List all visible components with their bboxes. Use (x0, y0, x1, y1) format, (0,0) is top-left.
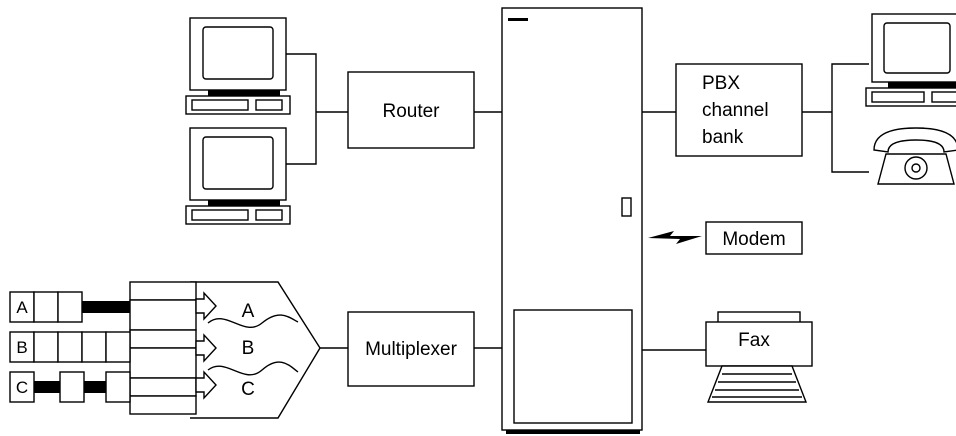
computer-icon (866, 14, 956, 106)
multiplexer-label: Multiplexer (365, 339, 458, 360)
channel-b-input-label: B (16, 338, 27, 357)
telephone-icon (874, 128, 956, 184)
pbx-channel-bank-box: PBX channel bank (676, 64, 802, 156)
server-cabinet (502, 8, 642, 434)
pbx-label-line3: bank (702, 127, 744, 148)
computer-icon (186, 18, 290, 114)
pbx-connector (802, 64, 869, 172)
router-box: Router (348, 72, 474, 148)
modem-box: Modem (706, 222, 802, 254)
channel-a-output-label: A (242, 301, 255, 322)
router-label: Router (382, 101, 440, 122)
buffer-stack (130, 282, 196, 414)
multiplexer-box: Multiplexer (348, 312, 474, 386)
channel-arrows (196, 293, 216, 398)
fax-icon: Fax (706, 312, 812, 402)
channel-b-output-label: B (242, 338, 255, 359)
channel-c-input-label: C (16, 378, 28, 397)
computer-icon (186, 128, 290, 224)
channel-c-row: C (10, 372, 130, 402)
pbx-label-line2: channel (702, 100, 769, 121)
channel-c-output-label: C (241, 379, 255, 400)
channel-a-input-label: A (16, 298, 28, 317)
pbx-label-line1: PBX (702, 73, 740, 94)
router-connector (286, 54, 348, 164)
fax-label: Fax (738, 330, 770, 351)
modem-label: Modem (722, 229, 785, 250)
channel-b-row: B (10, 332, 130, 362)
modem-link-lightning (648, 231, 702, 244)
channel-a-row: A (10, 292, 130, 322)
